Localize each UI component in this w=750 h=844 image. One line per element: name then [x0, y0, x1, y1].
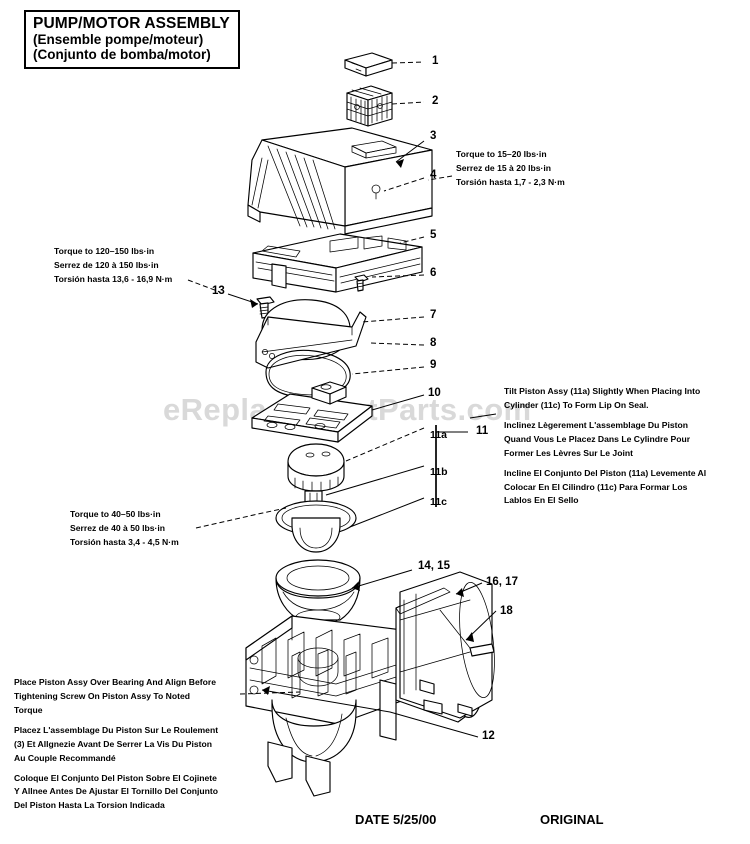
note-line-en: Torque to 120–150 lbs·in [54, 246, 155, 256]
part-6-screw [354, 274, 369, 292]
title-english: PUMP/MOTOR ASSEMBLY [33, 15, 230, 32]
part-5-base-tray [252, 233, 423, 293]
note-line-es: Torsión hasta 1,7 - 2,3 N·m [456, 176, 565, 187]
callout-5: 5 [430, 229, 437, 241]
footer-row: DATE 5/25/00 ORIGINAL [0, 812, 750, 832]
note-line-en-3: Torque [14, 704, 43, 715]
note-line-es: Torsión hasta 3,4 - 4,5 N·m [70, 536, 179, 547]
note-line-es-1: Incline El Conjunto Del Piston (11a) Lev… [504, 467, 707, 478]
part-3-finned-cover [247, 127, 433, 235]
callout-10: 10 [428, 387, 441, 399]
part-1-cap [344, 52, 393, 77]
callout-11: 11 [476, 425, 489, 437]
note-line-fr-1: Inclinez Lègerement L'assemblage Du Pist… [504, 419, 688, 430]
note-line-en-1: Tilt Piston Assy (11a) Slightly When Pla… [504, 386, 701, 396]
part-10-valve-plate [251, 381, 373, 443]
callout-16-17: 16, 17 [486, 576, 518, 588]
title-block: PUMP/MOTOR ASSEMBLY (Ensemble pompe/mote… [24, 10, 240, 69]
callout-4: 4 [430, 169, 437, 181]
callout-9: 9 [430, 359, 437, 371]
note-line-en: Torque to 40–50 lbs·in [70, 509, 161, 519]
callout-7: 7 [430, 309, 437, 321]
note-line-es-2: Colocar En El Cilindro (11c) Para Formar… [504, 481, 688, 492]
revision-label: ORIGINAL [540, 812, 604, 827]
note-line-es-3: Del Piston Hasta La Torsion Indicada [14, 800, 165, 811]
callout-11a: 11a [430, 429, 447, 441]
note-line-fr: Serrez de 120 à 150 lbs·in [54, 259, 159, 270]
date-label: DATE 5/25/00 [355, 812, 437, 827]
part-9-gasket-ring [265, 349, 351, 399]
title-french: (Ensemble pompe/moteur) [33, 32, 204, 48]
part-12-pump-housing [245, 615, 419, 797]
callout-18: 18 [500, 605, 513, 617]
callout-14-15: 14, 15 [418, 560, 450, 572]
note-line-fr-3: Former Les Lèvres Sur Le Joint [504, 447, 633, 458]
callout-12: 12 [482, 730, 495, 742]
title-spanish: (Conjunto de bomba/motor) [33, 47, 211, 63]
note-line-es: Torsión hasta 13,6 - 16,9 N·m [54, 273, 173, 284]
part-14-15-bellows-boot [275, 559, 361, 625]
callout-6: 6 [430, 267, 437, 279]
callout-8: 8 [430, 337, 437, 349]
part-11a-piston-head [287, 443, 345, 492]
note-line-fr: Serrez de 40 à 50 lbs·in [70, 522, 166, 533]
note-line-fr: Serrez de 15 à 20 lbs·in [456, 162, 552, 173]
note-place-piston: Place Piston Assy Over Bearing And Align… [14, 676, 218, 813]
callout-2: 2 [432, 95, 439, 107]
callout-1: 1 [432, 55, 439, 67]
part-16-17-18-motor [395, 571, 495, 723]
note-line-en-2: Tightening Screw On Piston Assy To Noted [14, 690, 191, 701]
part-2-switch-block [346, 85, 393, 127]
note-line-es-1: Coloque El Conjunto Del Piston Sobre El … [14, 772, 217, 783]
note-line-en-1: Place Piston Assy Over Bearing And Align… [14, 677, 217, 687]
note-line-fr-3: Au Couple Recommandé [14, 752, 116, 763]
note-line-es-2: Y Allnee Antes De Ajustar El Tornillo De… [14, 786, 219, 797]
callout-11c: 11c [430, 496, 447, 508]
note-line-es-3: Lablos En El Sello [504, 495, 579, 506]
note-tilt-piston: Tilt Piston Assy (11a) Slightly When Pla… [504, 385, 706, 508]
note-line-en-2: Cylinder (11c) To Form Lip On Seal. [504, 399, 649, 410]
callout-3: 3 [430, 130, 437, 142]
note-line-fr-2: (3) Et Allgnezie Avant De Serrer La Vis … [14, 738, 213, 749]
callout-13: 13 [212, 285, 225, 297]
note-line-fr-1: Placez L'assemblage Du Piston Sur Le Rou… [14, 724, 219, 735]
note-line-fr-2: Quand Vous Le Placez Dans Le Cylindre Po… [504, 433, 691, 444]
note-torque-15-20: Torque to 15–20 lbs·in Serrez de 15 à 20… [456, 148, 565, 190]
note-line-en: Torque to 15–20 lbs·in [456, 149, 547, 159]
callout-11b: 11b [430, 466, 448, 478]
note-torque-120-150: Torque to 120–150 lbs·in Serrez de 120 à… [54, 245, 172, 287]
leader-lines [187, 61, 497, 738]
note-torque-40-50: Torque to 40–50 lbs·in Serrez de 40 à 50… [70, 508, 179, 550]
part-11c-cylinder [275, 500, 357, 553]
